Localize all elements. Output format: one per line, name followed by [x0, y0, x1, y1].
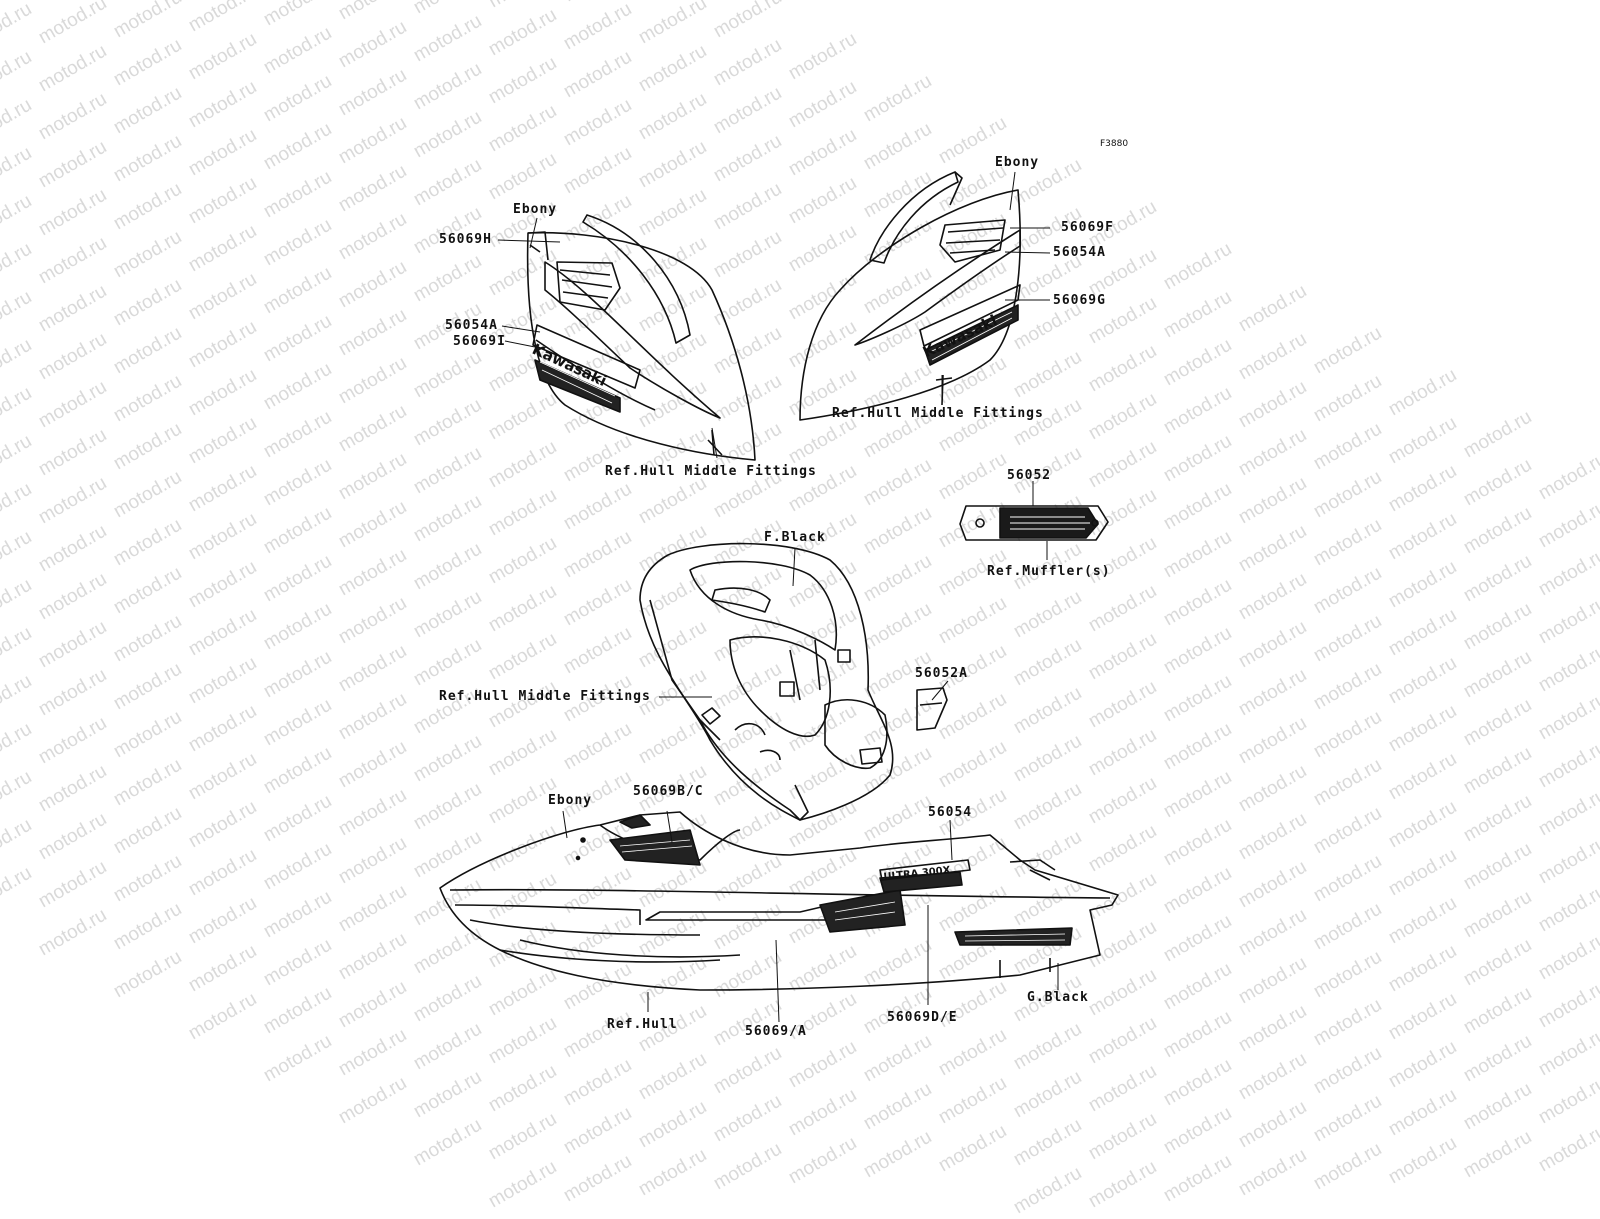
label-56069BC: 56069B/C [633, 784, 704, 799]
label-ref-hull-middle-left: Ref.Hull Middle Fittings [605, 464, 817, 479]
label-56054A-left: 56054A [445, 318, 498, 333]
leader-lines [497, 171, 1059, 1023]
left-side-panel [526, 214, 756, 461]
left-kawasaki-decal [532, 324, 641, 413]
label-ref-hull: Ref.Hull [607, 1017, 678, 1032]
label-56052A: 56052A [915, 666, 968, 681]
label-56052: 56052 [1007, 468, 1052, 483]
label-56069A: 56069/A [745, 1024, 807, 1039]
label-56069I: 56069I [453, 334, 506, 349]
label-ref-hull-middle-center: Ref.Hull Middle Fittings [439, 689, 651, 704]
hull [439, 811, 1119, 991]
deck-pad [916, 687, 948, 731]
label-56069F: 56069F [1061, 220, 1114, 235]
label-ebony-bottom: Ebony [548, 793, 593, 808]
label-g-black: G.Black [1027, 990, 1089, 1005]
label-f-black: F.Black [764, 530, 826, 545]
label-56054: 56054 [928, 805, 973, 820]
right-side-panel [799, 171, 1021, 421]
figure-code: F3880 [1100, 139, 1129, 149]
label-ref-muffler: Ref.Muffler(s) [987, 564, 1111, 579]
muffler-decal [959, 505, 1109, 541]
label-ref-hull-middle-right: Ref.Hull Middle Fittings [832, 406, 1044, 421]
label-56069DE: 56069D/E [887, 1010, 958, 1025]
label-ebony-left: Ebony [513, 202, 558, 217]
center-deck [639, 542, 894, 821]
label-ebony-right: Ebony [995, 155, 1040, 170]
label-56069H: 56069H [439, 232, 492, 247]
label-56069G: 56069G [1053, 293, 1106, 308]
label-56054A-right: 56054A [1053, 245, 1106, 260]
